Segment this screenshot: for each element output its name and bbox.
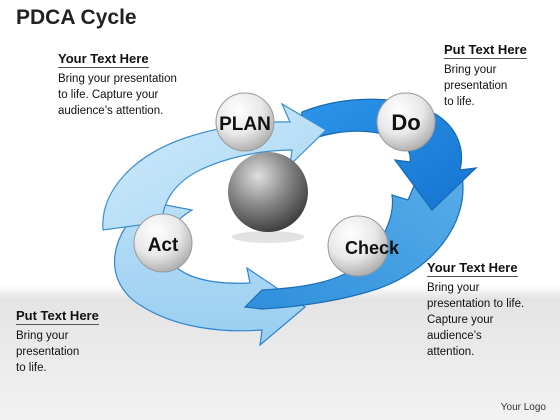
- page-title: PDCA Cycle: [16, 6, 137, 29]
- callout-plan-body: Bring your presentation to life. Capture…: [58, 73, 177, 117]
- do-label: Do: [391, 110, 420, 135]
- callout-plan-heading: Your Text Here: [58, 51, 149, 68]
- callout-act: Put Text Here Bring your presentation to…: [16, 307, 126, 376]
- center-sphere-shadow: [232, 231, 304, 243]
- logo-placeholder: Your Logo: [500, 402, 546, 413]
- act-node: Act: [133, 213, 193, 273]
- plan-node: PLAN: [215, 92, 275, 152]
- plan-label: PLAN: [219, 114, 271, 135]
- callout-check-heading: Your Text Here: [427, 260, 518, 277]
- check-node: Check: [327, 215, 400, 277]
- check-label: Check: [345, 238, 400, 258]
- callout-do-body: Bring your presentation to life.: [444, 64, 508, 108]
- callout-do: Put Text Here Bring your presentation to…: [444, 41, 554, 110]
- callout-act-heading: Put Text Here: [16, 308, 99, 325]
- do-node: Do: [376, 92, 436, 152]
- center-sphere: [228, 152, 308, 232]
- act-label: Act: [148, 235, 179, 256]
- callout-check-body: Bring your presentation to life. Capture…: [427, 282, 525, 358]
- callout-do-heading: Put Text Here: [444, 42, 527, 59]
- callout-plan: Your Text Here Bring your presentation t…: [58, 50, 218, 119]
- callout-check: Your Text Here Bring your presentation t…: [427, 259, 552, 360]
- callout-act-body: Bring your presentation to life.: [16, 330, 80, 374]
